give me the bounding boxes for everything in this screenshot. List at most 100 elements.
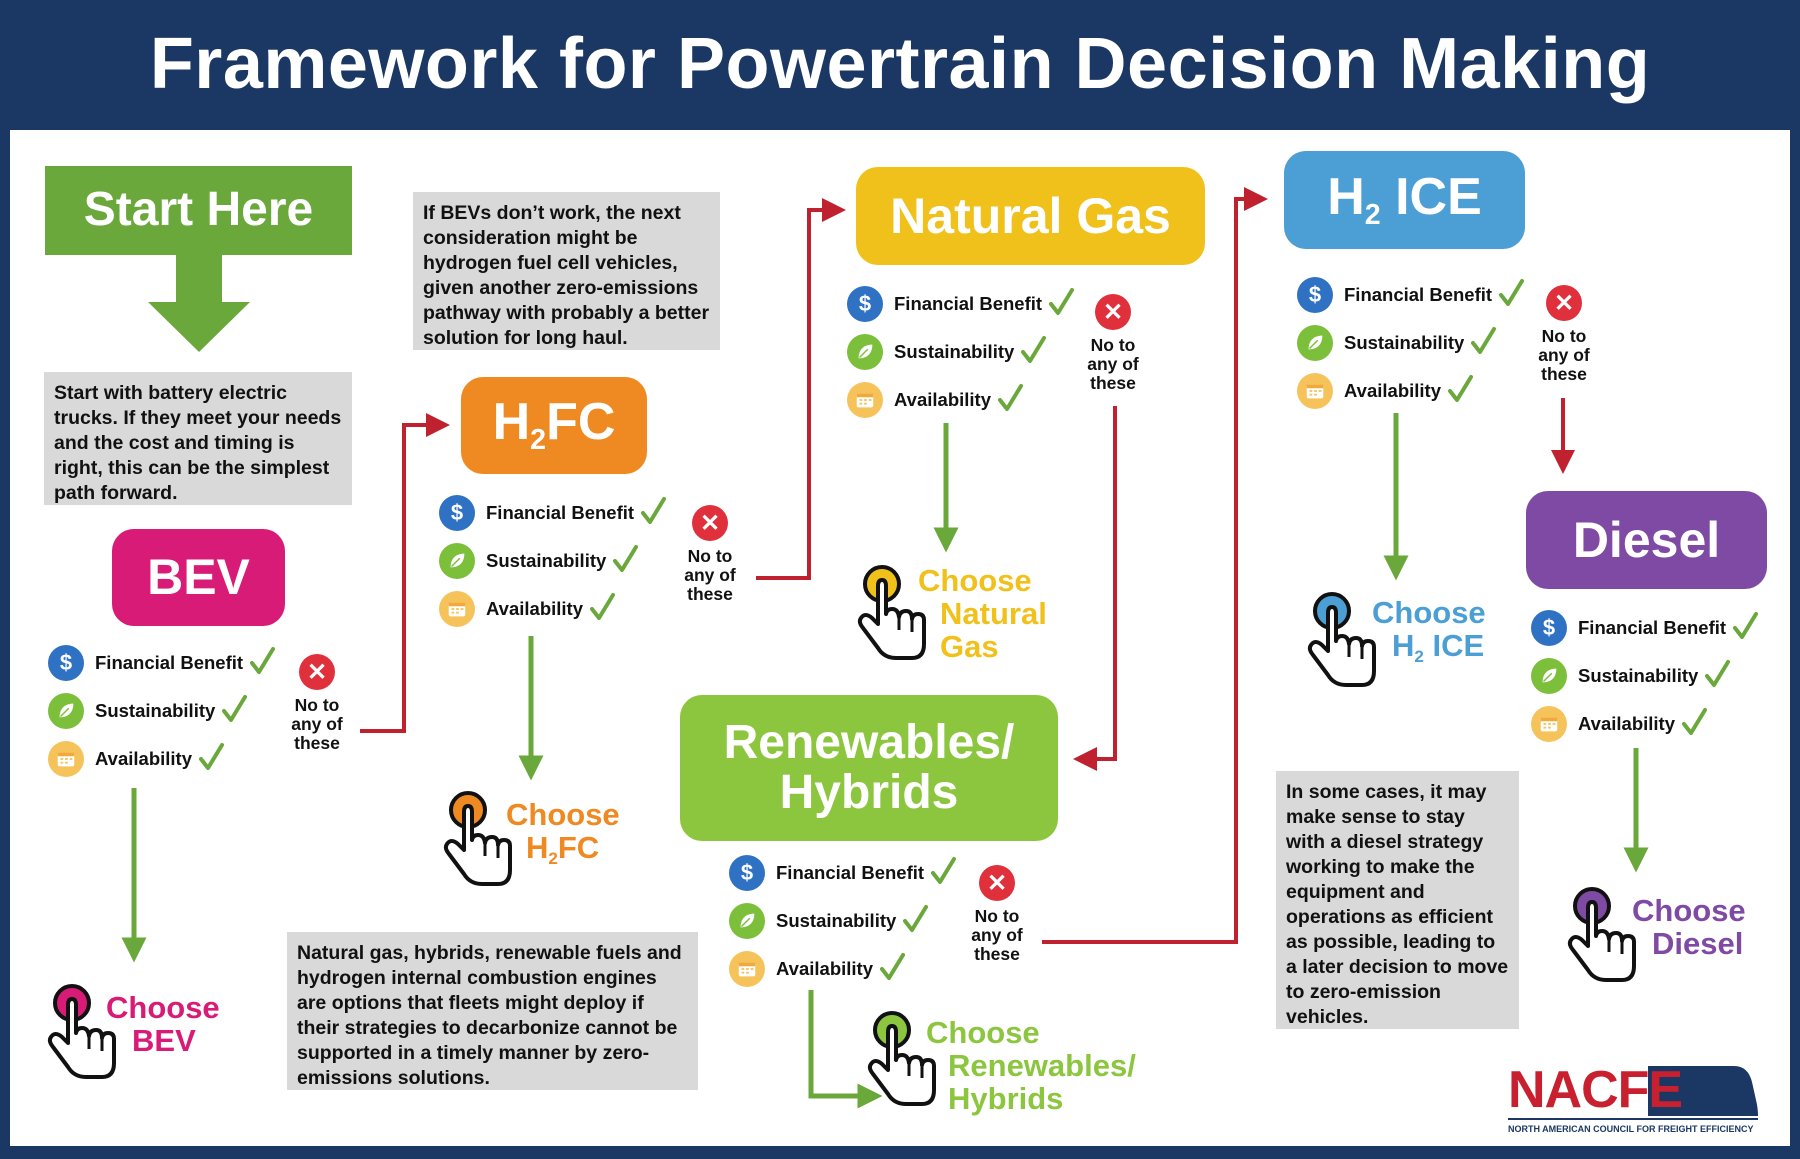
dollar-icon: $ [439, 495, 475, 531]
no-to-text: these [687, 584, 733, 604]
h2fc-note: If BEVs don’t work, the next considerati… [413, 192, 720, 350]
renewables-note: Natural gas, hybrids, renewable fuels an… [287, 932, 698, 1090]
dollar-icon: $ [1297, 277, 1333, 313]
check-icon [1732, 611, 1759, 646]
criterion-label: Sustainability [894, 341, 1015, 362]
bev-label: BEV [147, 549, 250, 606]
dollar-icon: $ [847, 286, 883, 322]
leaf-icon [1297, 325, 1333, 361]
leaf-icon [847, 334, 883, 370]
diesel-label: Diesel [1572, 511, 1721, 568]
criterion-availability: Availability [1531, 700, 1758, 748]
criterion-label: Availability [894, 389, 991, 410]
check-icon [221, 694, 248, 729]
pointing-hand-icon [47, 984, 116, 1079]
no-to-text: these [1090, 373, 1136, 393]
dollar-icon: $ [1531, 610, 1567, 646]
h2fc-label: H2FC [492, 393, 616, 457]
bev-note: Start with battery electric trucks. If t… [44, 372, 352, 505]
dollar-icon: $ [729, 855, 765, 891]
criterion-label: Availability [95, 748, 192, 769]
criterion-financial: $ Financial Benefit [439, 489, 667, 537]
no-to-text: these [1541, 364, 1587, 384]
criterion-label: Availability [1344, 380, 1441, 401]
choose-diesel-line-1: Choose [1632, 893, 1746, 928]
choose-natural-gas-line-1: Choose [918, 563, 1032, 598]
leaf-icon [1531, 658, 1567, 694]
criterion-sustainability: Sustainability [1297, 319, 1524, 367]
calendar-icon [439, 591, 475, 627]
choose-bev-line-2: BEV [132, 1023, 196, 1058]
no-to-text: any of [1538, 345, 1590, 365]
check-icon [1470, 326, 1497, 361]
bev-box: BEV [112, 529, 285, 626]
criterion-label: Sustainability [486, 550, 607, 571]
criterion-label: Financial Benefit [486, 502, 635, 523]
renewables-box: Renewables/ Hybrids [680, 695, 1058, 841]
check-icon [1704, 659, 1731, 694]
choose-h2ice: Choose H2 ICE [1302, 591, 1522, 711]
criterion-sustainability: Sustainability [1531, 652, 1758, 700]
bev-no-arrow [360, 413, 450, 733]
renewables-label-2: Hybrids [779, 766, 959, 819]
choose-bev-line-1: Choose [106, 990, 220, 1025]
criterion-sustainability: Sustainability [729, 897, 956, 945]
criterion-financial: $ Financial Benefit [729, 849, 957, 897]
renewables-yes-arrow [808, 990, 883, 1109]
no-to-text: No to [294, 695, 340, 715]
criterion-label: Availability [1578, 713, 1675, 734]
criterion-sustainability: Sustainability [439, 537, 666, 585]
criterion-label: Financial Benefit [95, 652, 244, 673]
diesel-box: Diesel [1526, 491, 1767, 589]
choose-natural-gas: Choose Natural Gas [852, 564, 1072, 694]
x-icon: ✕ [692, 505, 728, 541]
check-icon [879, 952, 905, 987]
criterion-financial: $Financial Benefit [1297, 271, 1525, 319]
no-to-text: these [294, 733, 340, 753]
x-icon: ✕ [1095, 294, 1131, 330]
choose-bev: Choose BEV [42, 983, 242, 1093]
h2ice-box: H2 ICE [1284, 151, 1525, 249]
x-icon: ✕ [1546, 285, 1582, 321]
criterion-financial: $Financial Benefit [847, 280, 1075, 328]
no-to-text: any of [684, 565, 736, 585]
h2fc-no-arrow [756, 198, 846, 580]
check-icon [589, 592, 615, 627]
no-to-text: No to [1541, 326, 1587, 346]
criterion-label: Sustainability [95, 700, 216, 721]
criterion-label: Sustainability [1578, 665, 1699, 686]
choose-renewables-line-3: Hybrids [948, 1081, 1064, 1116]
calendar-icon [1531, 706, 1567, 742]
choose-natural-gas-line-3: Gas [940, 629, 999, 664]
renewables-label-1: Renewables/ [723, 715, 1015, 769]
criterion-financial: $ Financial Benefit [48, 639, 276, 687]
renewables-no-arrow [1042, 187, 1268, 944]
criterion-availability: Availability [847, 376, 1074, 424]
criterion-label: Financial Benefit [776, 862, 925, 883]
no-to-text: these [974, 944, 1020, 964]
criterion-label: Sustainability [776, 910, 897, 931]
dollar-icon: $ [48, 645, 84, 681]
criterion-availability: Availability [729, 945, 956, 993]
leaf-icon [729, 903, 765, 939]
diesel-note: In some cases, it may make sense to stay… [1276, 771, 1519, 1029]
choose-h2fc-line-1: Choose [506, 797, 620, 832]
pointing-hand-icon [443, 791, 512, 886]
criterion-financial: $Financial Benefit [1531, 604, 1759, 652]
leaf-icon [48, 693, 84, 729]
no-to-text: No to [1090, 335, 1136, 355]
choose-natural-gas-line-2: Natural [940, 596, 1047, 631]
calendar-icon [847, 382, 883, 418]
start-arrow [148, 250, 250, 352]
no-to-text: any of [1087, 354, 1139, 374]
logo-tagline: NORTH AMERICAN COUNCIL FOR FREIGHT EFFIC… [1508, 1124, 1754, 1134]
